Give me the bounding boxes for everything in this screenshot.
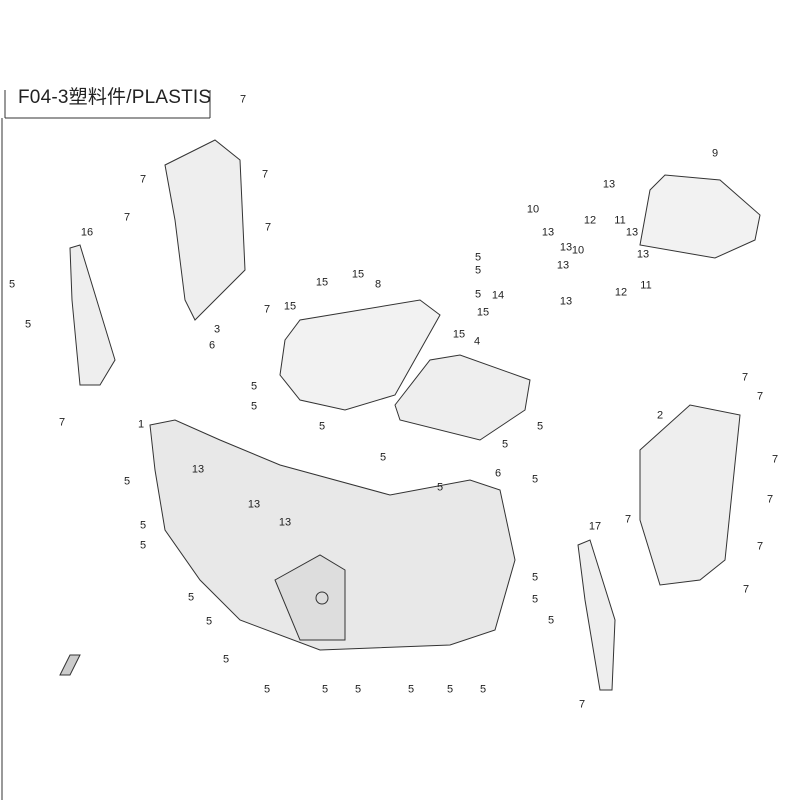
part-callout-5: 5: [531, 571, 539, 584]
part-callout-14: 14: [491, 289, 505, 302]
part-callout-3: 3: [213, 323, 221, 336]
part-callout-5: 5: [250, 400, 258, 413]
part-callout-6: 6: [494, 467, 502, 480]
part-callout-7: 7: [264, 221, 272, 234]
part-callout-7: 7: [123, 211, 131, 224]
part-callout-13: 13: [602, 178, 616, 191]
part-3-side-panel: [164, 139, 246, 321]
part-callout-5: 5: [379, 451, 387, 464]
part-callout-13: 13: [625, 226, 639, 239]
part-2-side-panel: [639, 404, 741, 586]
part-callout-9: 9: [711, 147, 719, 160]
part-callout-5: 5: [479, 683, 487, 696]
part-callout-5: 5: [474, 288, 482, 301]
part-callout-5: 5: [205, 615, 213, 628]
part-callout-15: 15: [351, 268, 365, 281]
part-callout-5: 5: [24, 318, 32, 331]
part-callout-7: 7: [239, 93, 247, 106]
part-callout-5: 5: [536, 420, 544, 433]
title-frame: [1, 90, 211, 800]
part-callout-5: 5: [436, 481, 444, 494]
part-callout-5: 5: [8, 278, 16, 291]
part-callout-7: 7: [766, 493, 774, 506]
part-8-cover: [279, 299, 441, 411]
part-callout-13: 13: [247, 498, 261, 511]
part-callout-13: 13: [278, 516, 292, 529]
part-callout-7: 7: [139, 173, 147, 186]
part-callout-11: 11: [614, 214, 626, 227]
part-callout-15: 15: [452, 328, 466, 341]
part-callout-5: 5: [531, 593, 539, 606]
part-callout-13: 13: [541, 226, 555, 239]
part-callout-5: 5: [139, 519, 147, 532]
part-callout-7: 7: [58, 416, 66, 429]
part-callout-11: 11: [640, 279, 652, 292]
part-callout-10: 10: [526, 203, 540, 216]
orientation-mark: [59, 654, 81, 676]
part-callout-12: 12: [583, 214, 597, 227]
part-callout-1: 1: [137, 418, 145, 431]
part-callout-15: 15: [315, 276, 329, 289]
part-callout-5: 5: [446, 683, 454, 696]
part-callout-7: 7: [756, 540, 764, 553]
part-1-main-body: [149, 419, 516, 651]
part-callout-13: 13: [559, 241, 573, 254]
part-callout-5: 5: [250, 380, 258, 393]
part-callout-13: 13: [636, 248, 650, 261]
part-callout-5: 5: [139, 539, 147, 552]
part-callout-7: 7: [624, 513, 632, 526]
part-callout-7: 7: [742, 583, 750, 596]
part-callout-5: 5: [222, 653, 230, 666]
part-callout-7: 7: [261, 168, 269, 181]
part-callout-15: 15: [283, 300, 297, 313]
part-callout-7: 7: [263, 303, 271, 316]
part-callout-5: 5: [318, 420, 326, 433]
diagram-title: F04-3塑料件/PLASTIS: [18, 87, 212, 108]
part-callout-5: 5: [123, 475, 131, 488]
part-callout-17: 17: [588, 520, 602, 533]
part-callout-5: 5: [547, 614, 555, 627]
part-9-panel: [639, 174, 761, 259]
part-callout-6: 6: [208, 339, 216, 352]
part-callout-7: 7: [756, 390, 764, 403]
part-callout-16: 16: [80, 226, 94, 239]
part-callout-5: 5: [263, 683, 271, 696]
part-16-trim: [69, 244, 116, 386]
part-callout-13: 13: [556, 259, 570, 272]
part-callout-7: 7: [771, 453, 779, 466]
part-callout-5: 5: [474, 251, 482, 264]
part-callout-13: 13: [191, 463, 205, 476]
part-callout-5: 5: [474, 264, 482, 277]
part-callout-5: 5: [187, 591, 195, 604]
part-callout-5: 5: [531, 473, 539, 486]
part-callout-5: 5: [407, 683, 415, 696]
part-callout-13: 13: [559, 295, 573, 308]
part-callout-5: 5: [321, 683, 329, 696]
part-callout-7: 7: [741, 371, 749, 384]
part-callout-2: 2: [656, 409, 664, 422]
part-4-tray: [394, 354, 531, 441]
part-17-trim: [577, 539, 616, 691]
part-callout-4: 4: [473, 335, 481, 348]
part-callout-12: 12: [614, 286, 628, 299]
part-callout-15: 15: [476, 306, 490, 319]
part-callout-10: 10: [571, 244, 585, 257]
part-callout-8: 8: [374, 278, 382, 291]
part-callout-5: 5: [354, 683, 362, 696]
part-callout-5: 5: [501, 438, 509, 451]
part-callout-7: 7: [578, 698, 586, 711]
